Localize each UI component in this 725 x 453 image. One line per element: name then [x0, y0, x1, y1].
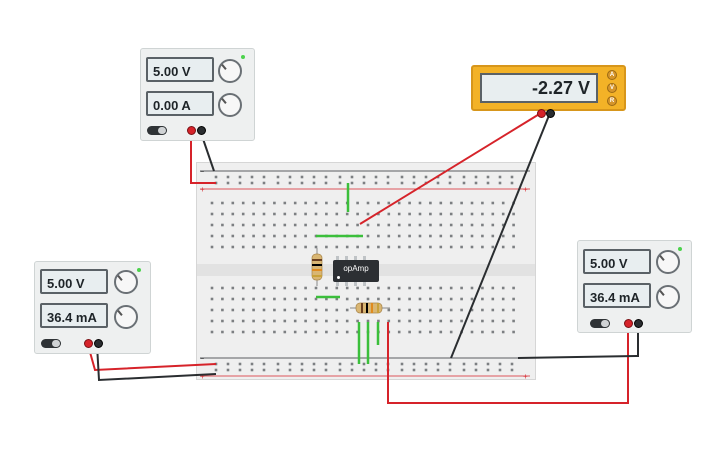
rail-plus-label-bottom-right: +: [523, 372, 528, 381]
supply-right-current-knob[interactable]: [656, 285, 680, 309]
supply-top-power-toggle[interactable]: [147, 126, 167, 135]
supply-left-led-icon: [137, 268, 141, 272]
supply-left-negative-terminal[interactable]: [94, 339, 103, 348]
breadboard-holes: [210, 175, 515, 372]
supply-top-led-icon: [241, 55, 245, 59]
power-supply-left[interactable]: 5.00 V 36.4 mA: [34, 261, 151, 354]
power-supply-right[interactable]: 5.00 V 36.4 mA: [577, 240, 692, 333]
power-supply-top[interactable]: 5.00 V 0.00 A: [140, 48, 255, 141]
multimeter-ohmmeter-button[interactable]: R: [607, 96, 617, 106]
supply-top-voltage-knob[interactable]: [218, 59, 242, 83]
supply-right-power-toggle[interactable]: [590, 319, 610, 328]
supply-top-positive-terminal[interactable]: [187, 126, 196, 135]
multimeter-display: -2.27 V: [480, 73, 598, 103]
rail-minus-label: −: [200, 169, 204, 176]
wire-left-supply-negative[interactable]: [96, 344, 217, 382]
multimeter-voltmeter-button[interactable]: V: [607, 83, 617, 93]
supply-left-current-knob[interactable]: [114, 305, 138, 329]
multimeter[interactable]: -2.27 V A V R: [471, 65, 626, 111]
wire-right-supply-positive[interactable]: [387, 322, 629, 404]
wire-top-supply-positive[interactable]: [190, 133, 216, 184]
chip-pins: [336, 256, 366, 286]
supply-right-voltage-display: 5.00 V: [583, 249, 651, 274]
supply-left-current-display: 36.4 mA: [40, 303, 108, 328]
rail-minus-label-bottom: −: [200, 356, 204, 363]
resistor-horizontal[interactable]: [350, 302, 390, 314]
rail-plus-label: +: [200, 185, 205, 194]
opamp-pin1-marker: [337, 276, 340, 279]
supply-right-positive-terminal[interactable]: [624, 319, 633, 328]
resistor-vertical[interactable]: [311, 248, 323, 286]
supply-top-current-display: 0.00 A: [146, 91, 214, 116]
supply-left-voltage-knob[interactable]: [114, 270, 138, 294]
rail-plus-label-right: +: [523, 185, 528, 194]
opamp-chip[interactable]: [333, 260, 379, 282]
supply-right-current-display: 36.4 mA: [583, 283, 651, 308]
supply-right-led-icon: [678, 247, 682, 251]
supply-left-voltage-display: 5.00 V: [40, 269, 108, 294]
supply-top-voltage-display: 5.00 V: [146, 57, 214, 82]
supply-top-negative-terminal[interactable]: [197, 126, 206, 135]
wire-meter-negative[interactable]: [450, 112, 551, 359]
multimeter-positive-probe[interactable]: [537, 109, 546, 118]
rail-plus-label-bottom: +: [200, 372, 205, 381]
supply-right-voltage-knob[interactable]: [656, 250, 680, 274]
supply-right-negative-terminal[interactable]: [634, 319, 643, 328]
multimeter-ammeter-button[interactable]: A: [607, 70, 617, 80]
supply-left-power-toggle[interactable]: [41, 339, 61, 348]
supply-top-current-knob[interactable]: [218, 93, 242, 117]
multimeter-negative-probe[interactable]: [546, 109, 555, 118]
opamp-chip-label: opAmp: [343, 264, 369, 273]
supply-left-positive-terminal[interactable]: [84, 339, 93, 348]
wire-meter-positive[interactable]: [359, 112, 542, 225]
wire-right-supply-negative[interactable]: [517, 323, 639, 359]
